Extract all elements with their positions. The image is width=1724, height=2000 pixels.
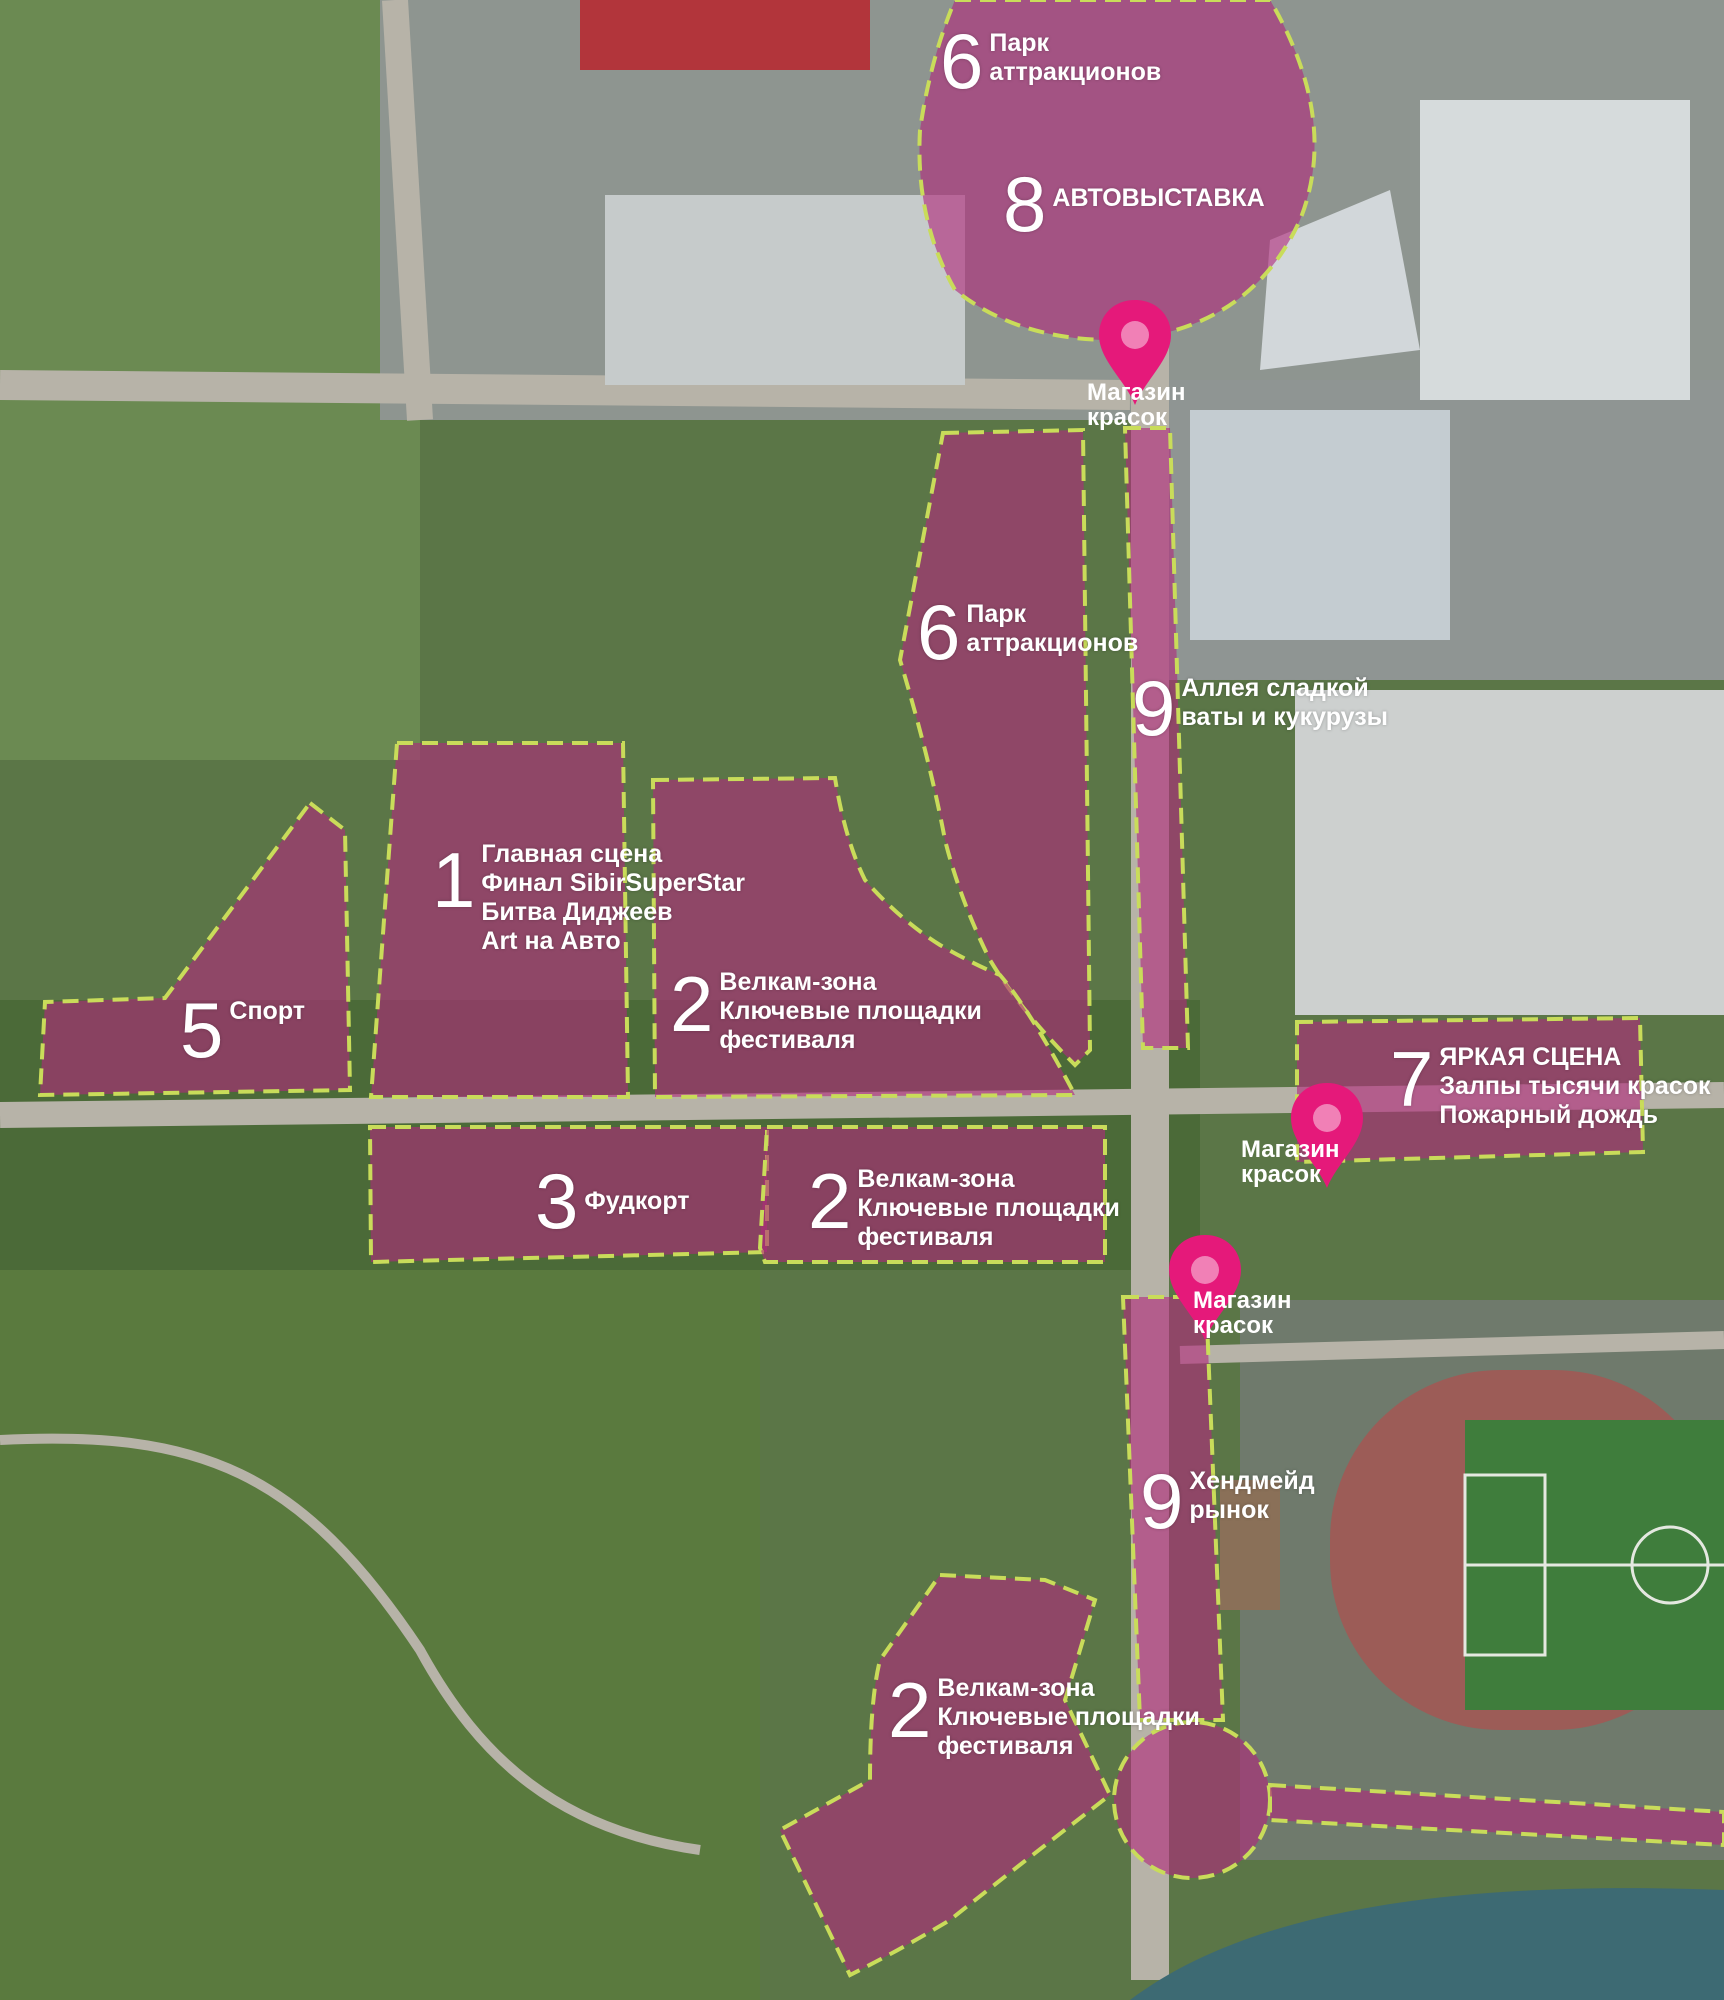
zone-2-welcome-bottom [777,1572,1113,1978]
zone-text: Велкам-зона [857,1165,1015,1193]
zone-text: Фудкорт [584,1187,690,1215]
zone-text: Аллея сладкой [1181,674,1369,702]
building-red-roof [580,0,870,70]
zone-number: 8 [1003,160,1047,248]
zone-9-candy-alley [1122,426,1191,1050]
zone-text: ЯРКАЯ СЦЕНА [1439,1043,1622,1071]
zone-label: 6 Парк аттракционов [940,17,1162,105]
zone-3-foodcourt [367,1125,769,1265]
zone-5-sport [37,800,353,1098]
zone-label: 6 Парк аттракционов [917,588,1139,676]
zone-text: Хендмейд [1189,1467,1315,1495]
zone-label: 5 Спорт [180,986,306,1074]
shop-text: красок [1087,404,1168,431]
zone-number: 6 [917,588,961,676]
map-pin-icon[interactable] [1291,1083,1363,1188]
zone-text: Ключевые площадки [719,997,982,1025]
zone-label: 2 Велкам-зона Ключевые площадки фестивал… [888,1666,1200,1761]
shop-text: красок [1193,1312,1274,1339]
building-dome [1260,190,1420,370]
zone-label: 2 Велкам-зона Ключевые площадки фестивал… [670,960,982,1055]
building-arena [1420,100,1690,400]
zone-text: Залпы тысячи красок [1439,1072,1711,1100]
zone-text: Спорт [229,997,306,1025]
zone-label: 8 АВТОВЫСТАВКА [1003,160,1265,248]
shop-text: Магазин [1193,1287,1292,1314]
zone-8-autoexpo-circle [917,0,1317,343]
zone-text: аттракционов [989,58,1162,86]
zone-text: Art на Авто [481,927,621,955]
shop-text: Магазин [1241,1136,1340,1163]
zone-number: 6 [940,17,984,105]
zone-number: 7 [1390,1035,1434,1123]
zone-text: аттракционов [966,629,1139,657]
building-small [1220,1480,1280,1610]
zone-label: 9 Аллея сладкой ваты и кукурузы [1132,664,1388,752]
zone-text: фестиваля [857,1223,994,1251]
zone-text: фестиваля [937,1732,1074,1760]
zone-label: 9 Хендмейд рынок [1140,1457,1315,1545]
zone-7-bright-stage [1295,1015,1646,1165]
zone-text: Пожарный дождь [1439,1101,1659,1129]
zone-text: Ключевые площадки [937,1703,1200,1731]
zone-2-welcome-top [650,775,1079,1100]
shop-label: Магазин красок [1193,1288,1291,1338]
zone-number: 5 [180,986,224,1074]
zone-1-main-stage [368,741,631,1099]
zone-road-east [1268,1782,1724,1848]
zone-text: Парк [989,29,1050,57]
map-pin-icon[interactable] [1169,1235,1241,1340]
shop-text: красок [1241,1161,1322,1188]
zone-text: ваты и кукурузы [1181,703,1388,731]
zone-number: 9 [1132,664,1176,752]
zone-2-welcome-middle [757,1125,1107,1264]
zone-text: фестиваля [719,1026,856,1054]
festival-zones [37,0,1724,1978]
zone-text: Парк [966,600,1027,628]
shop-label: Магазин красок [1241,1137,1339,1187]
zone-number: 2 [670,960,714,1048]
zone-text: рынок [1189,1496,1269,1524]
zone-number: 9 [1140,1457,1184,1545]
zone-label: 2 Велкам-зона Ключевые площадки фестивал… [808,1157,1120,1252]
zone-number: 2 [808,1157,852,1245]
zone-text: Финал SibirSuperStar [481,869,745,897]
zone-6-amusement-park [897,427,1093,1068]
building-hangar [605,195,965,385]
zone-label: 3 Фудкорт [535,1157,690,1245]
zone-text: Велкам-зона [937,1674,1095,1702]
building-sports-hall [1190,410,1450,640]
shop-text: Магазин [1087,379,1186,406]
shop-label: Магазин красок [1087,380,1185,430]
building-large-hall [1295,690,1724,1015]
zone-label: 7 ЯРКАЯ СЦЕНА Залпы тысячи красок Пожарн… [1390,1035,1711,1130]
zone-text: Главная сцена [481,840,663,868]
zone-label: 1 Главная сцена Финал SibirSuperStar Бит… [432,840,745,956]
zone-text: Ключевые площадки [857,1194,1120,1222]
zone-number: 1 [432,836,476,924]
zone-text: Велкам-зона [719,968,877,996]
zone-number: 2 [888,1666,932,1754]
zone-text: Битва Диджеев [481,898,673,926]
shop-markers [1099,300,1363,1340]
zone-number: 3 [535,1157,579,1245]
map-pin-icon[interactable] [1099,300,1171,405]
zone-text: АВТОВЫСТАВКА [1052,184,1265,212]
stadium [1330,1370,1724,1730]
buildings [580,0,1724,1610]
river [1130,1888,1724,2000]
